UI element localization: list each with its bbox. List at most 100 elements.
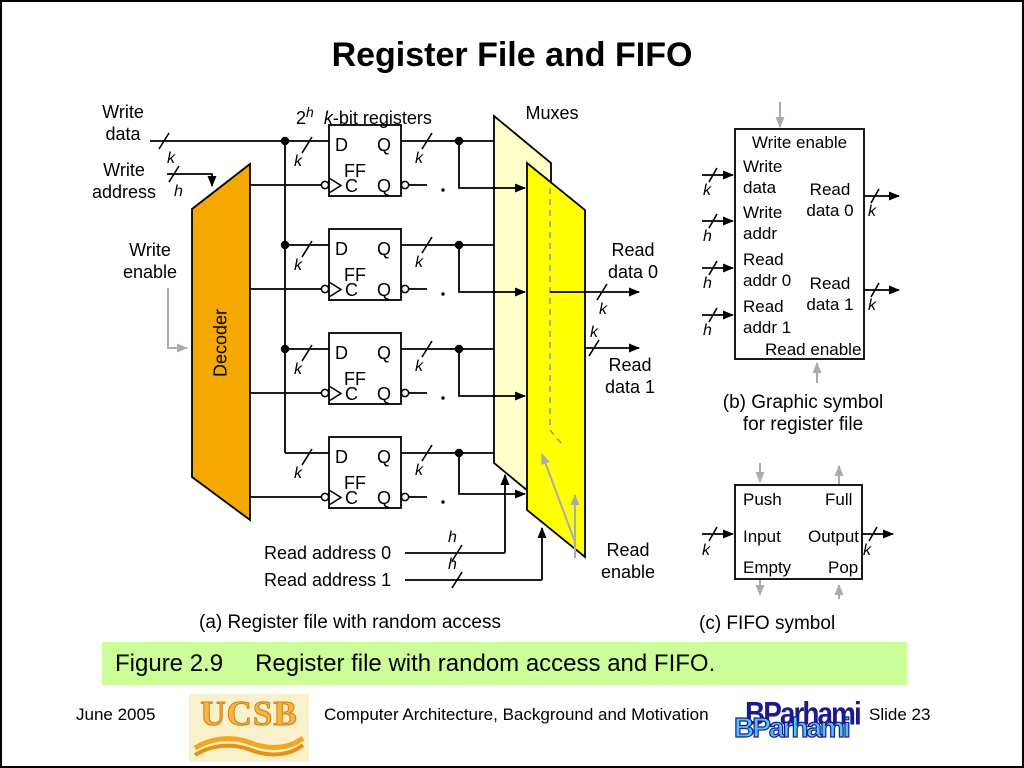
junction-dot <box>280 136 290 146</box>
footer-course-title: Computer Architecture, Background and Mo… <box>324 705 709 724</box>
ff-port-c: C <box>345 488 358 508</box>
registers-width-var: k <box>323 108 333 128</box>
flipflop-1: D Q FF C Q <box>320 124 410 197</box>
registers-exponent: h <box>306 104 314 120</box>
ff-port-d: D <box>335 447 348 467</box>
ff-port-d: D <box>335 239 348 259</box>
b-read-addr0-label: Read addr 0 <box>743 250 792 290</box>
b-write-addr-label: Write addr <box>743 203 783 243</box>
clock-bubble <box>320 492 330 502</box>
c-full-label: Full <box>825 490 853 509</box>
bparhami-logo-shadow-text: BParhami <box>745 695 862 732</box>
junction-dot <box>454 448 464 458</box>
ff-port-qbar: Q <box>377 488 391 508</box>
bus-width-k: k <box>415 358 423 375</box>
registers-suffix: -bit registers <box>332 108 432 128</box>
bus-width-k: k <box>294 257 302 274</box>
ff-port-q: Q <box>377 135 391 155</box>
bus-width-h: h <box>703 275 712 292</box>
ff-label: FF <box>344 265 366 285</box>
fifo-symbol-box <box>734 484 863 580</box>
junction-dot <box>454 240 464 250</box>
caption-c: (c) FIFO symbol <box>699 613 836 634</box>
ucsb-wave-icon <box>193 735 305 757</box>
bus-width-k: k <box>590 324 598 341</box>
stub-dot <box>441 188 445 192</box>
bus-width-h: h <box>703 322 712 339</box>
clock-edge-triangle <box>328 385 343 402</box>
bparhami-logo-text: BParhami <box>733 711 851 743</box>
bus-width-h: h <box>174 183 183 200</box>
bus-width-h: h <box>448 529 457 546</box>
mux-front-shape <box>526 161 586 559</box>
qbar-bubble <box>400 284 410 294</box>
mux-input-arrow-2 <box>458 245 526 297</box>
bus-width-k: k <box>868 297 876 314</box>
junction-dot <box>454 344 464 354</box>
b-read-addr1-label: Read addr 1 <box>743 297 792 337</box>
clock-bubble <box>320 180 330 190</box>
write-address-arrow <box>167 173 217 187</box>
c-pop-label: Pop <box>828 558 859 577</box>
ff-port-qbar: Q <box>377 384 391 404</box>
wave-stroke <box>193 743 305 757</box>
ff-box <box>328 228 402 301</box>
decoder-shape <box>191 162 251 522</box>
b-read-data1-label: Read data 1 <box>806 274 854 314</box>
junction-dot <box>280 240 290 250</box>
ff-port-c: C <box>345 176 358 196</box>
mux-input-arrow-1 <box>458 141 526 193</box>
write-data-label: Write data <box>102 102 144 144</box>
clock-edge-triangle <box>328 281 343 298</box>
footer-date: June 2005 <box>76 705 156 724</box>
ff-label: FF <box>344 473 366 493</box>
clock-edge-triangle <box>328 177 343 194</box>
qbar-bubble <box>400 388 410 398</box>
junction-dot <box>280 344 290 354</box>
junction-dots <box>280 136 464 458</box>
footer-slide-number: Slide 23 <box>869 705 931 724</box>
ff-label: FF <box>344 369 366 389</box>
b-write-data-label: Write data <box>743 157 783 197</box>
read-data0-label: Read data 0 <box>607 240 659 282</box>
bus-width-k: k <box>415 150 423 167</box>
caption-a: (a) Register file with random access <box>199 612 501 633</box>
write-address-label: Write address <box>91 160 157 202</box>
bus-width-k: k <box>167 150 175 167</box>
bus-width-k: k <box>415 254 423 271</box>
b-write-enable-label: Write enable <box>751 133 848 152</box>
clock-bubble <box>320 284 330 294</box>
mux-input-arrow-3 <box>458 349 526 401</box>
qbar-bubble <box>400 492 410 502</box>
c-push-label: Push <box>743 490 782 509</box>
ff-port-c: C <box>345 280 358 300</box>
ff-label: FF <box>344 161 366 181</box>
read-address1-label: Read address 1 <box>264 570 392 590</box>
figure-caption-bar: Figure 2.9 Register file with random acc… <box>102 642 907 685</box>
bus-width-k: k <box>702 542 710 559</box>
stub-dot <box>441 500 445 504</box>
caption-b: (b) Graphic symbol for register file <box>722 392 884 435</box>
ff-box <box>328 436 402 509</box>
read-enable-gray-arrow-2 <box>541 453 576 543</box>
write-enable-label: Write enable <box>122 240 178 282</box>
ff-port-d: D <box>335 135 348 155</box>
stub-dots <box>441 188 445 504</box>
ff-port-qbar: Q <box>377 280 391 300</box>
ff-port-c: C <box>345 384 358 404</box>
bus-width-h: h <box>448 556 457 573</box>
clock-edge-triangle <box>328 489 343 506</box>
flipflop-4: D Q FF C Q <box>320 436 410 509</box>
read-address0-label: Read address 0 <box>264 543 392 563</box>
decoder-label: Decoder <box>210 308 231 378</box>
junction-dot <box>454 136 464 146</box>
ff-port-q: Q <box>377 343 391 363</box>
muxes-label: Muxes <box>525 103 579 123</box>
stub-dot <box>441 292 445 296</box>
c-output-label: Output <box>808 527 860 546</box>
c-empty-label: Empty <box>743 558 792 577</box>
wires-a <box>150 140 542 581</box>
bus-width-k: k <box>599 301 607 318</box>
ff-port-q: Q <box>377 239 391 259</box>
